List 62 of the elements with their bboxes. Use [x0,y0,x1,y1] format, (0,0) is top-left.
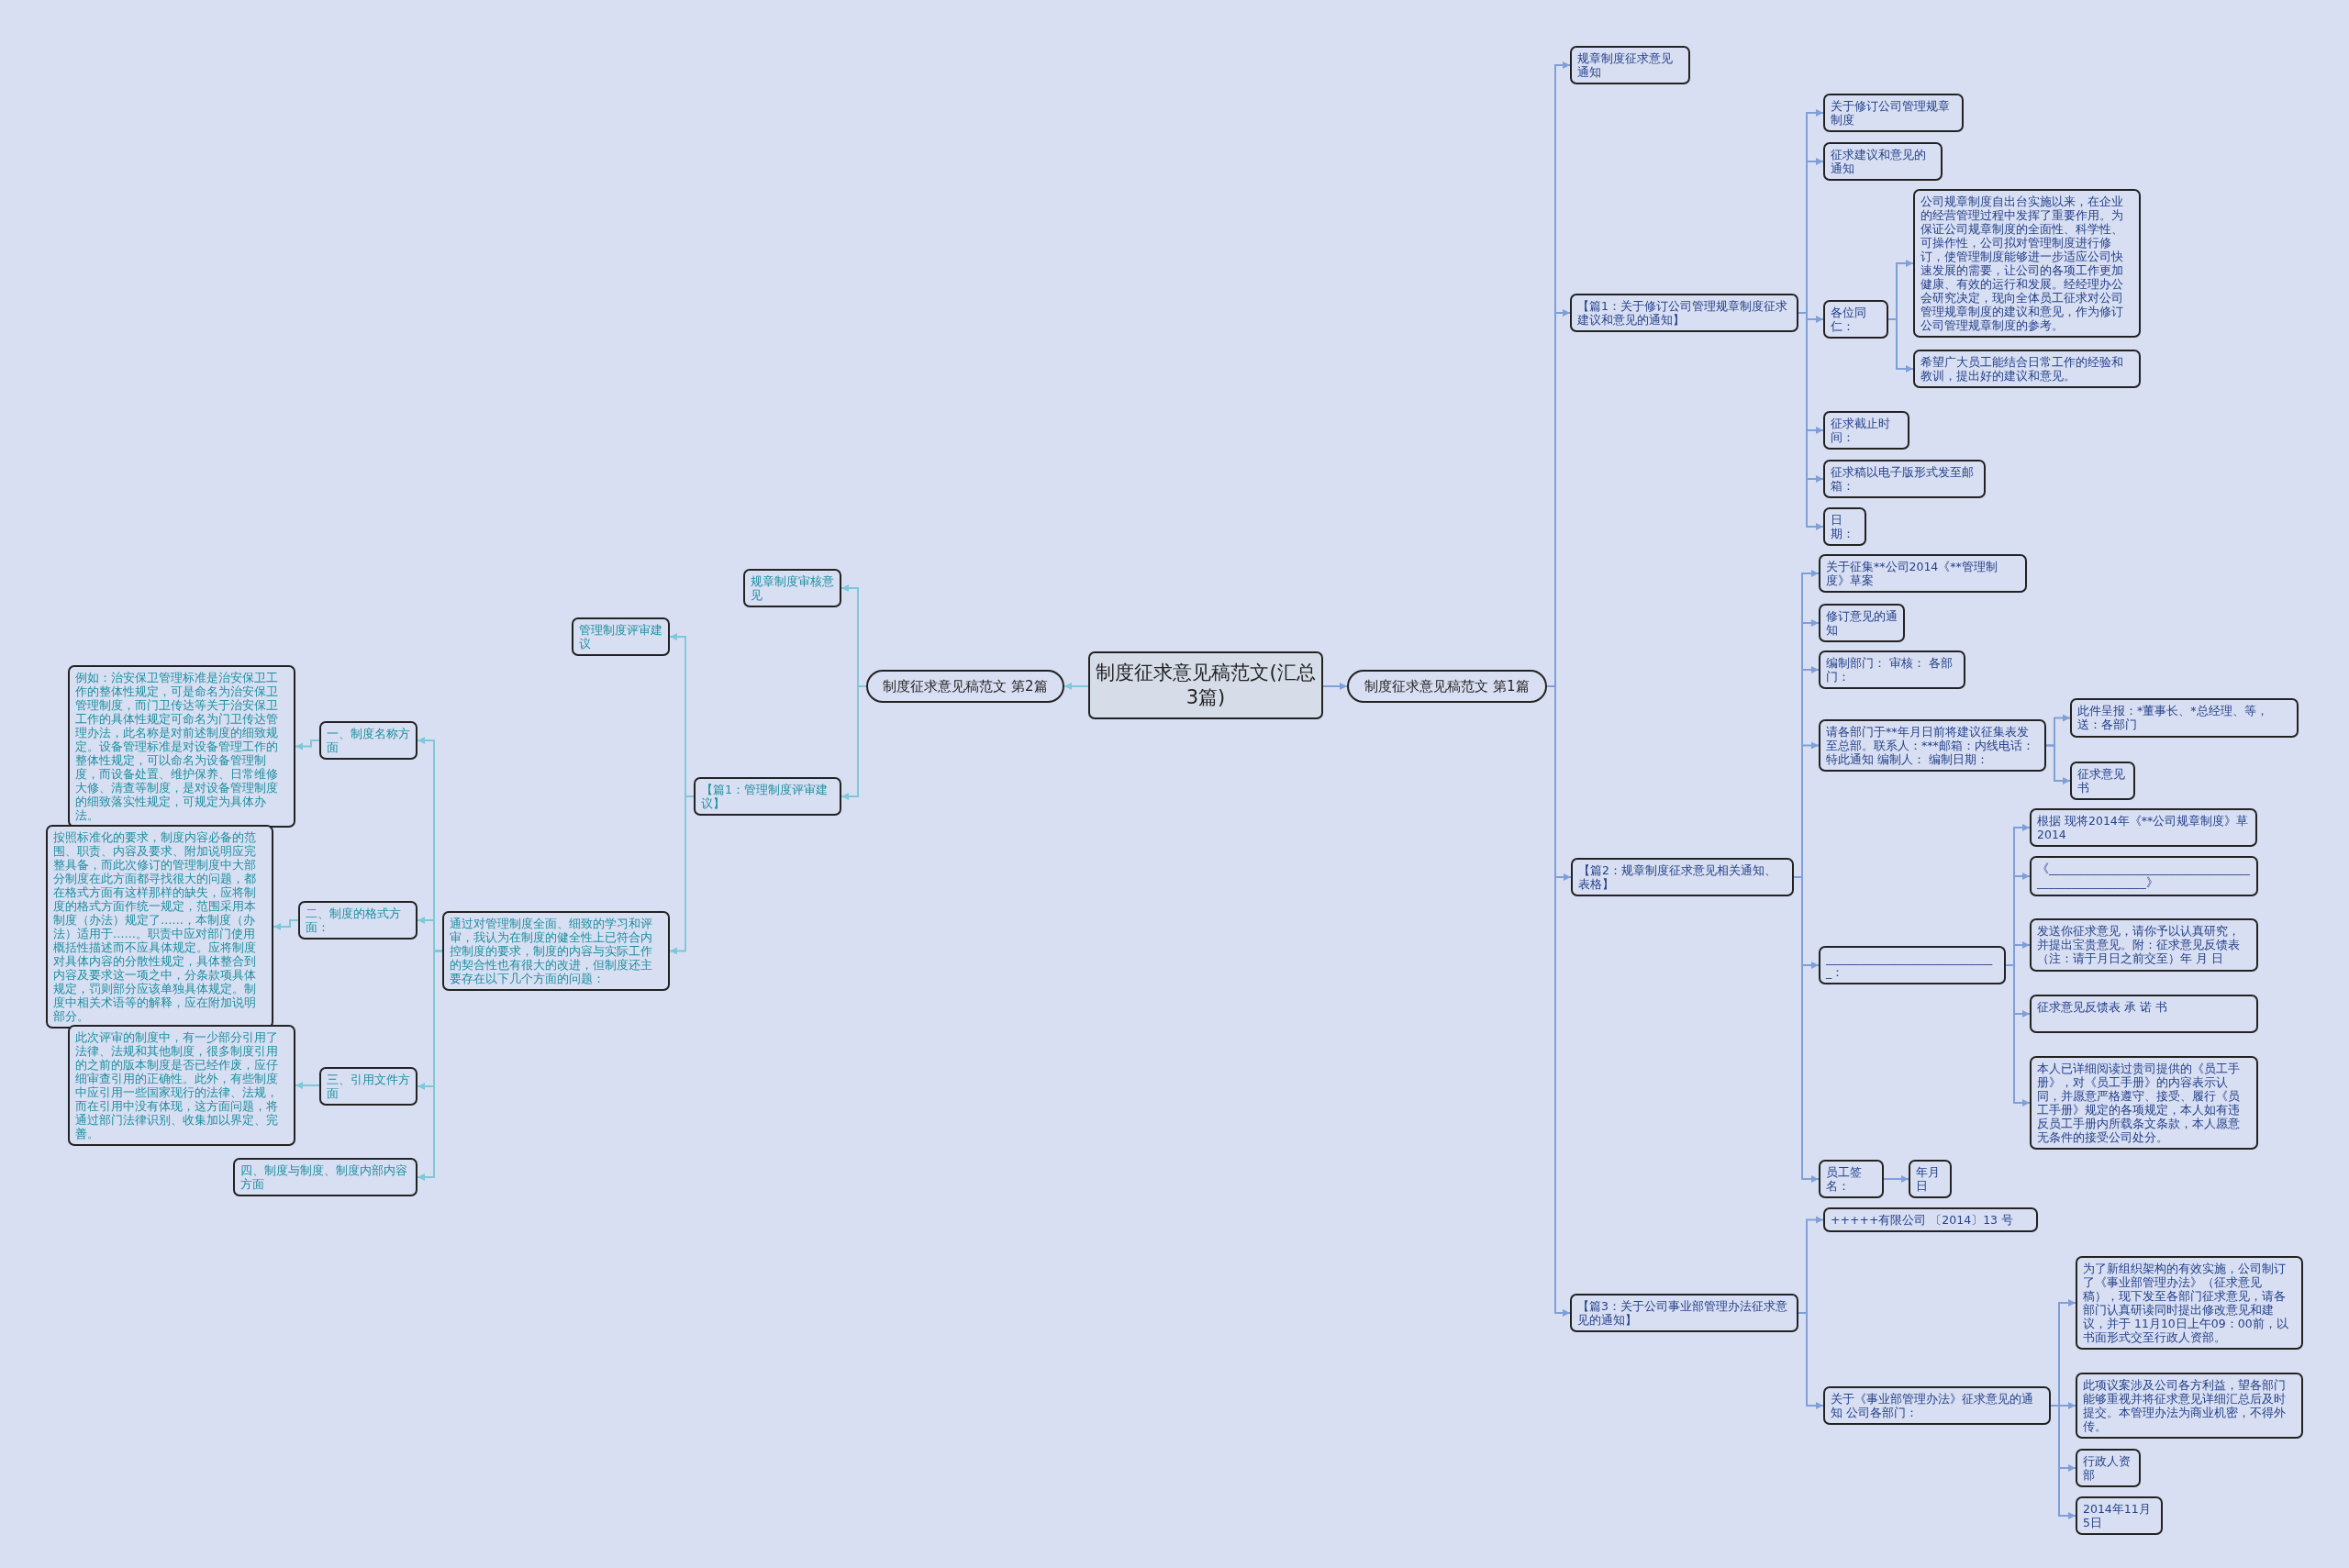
branch-pill: 制度征求意见稿范文 第2篇 [866,670,1064,703]
text-box: 通过对管理制度全面、细致的学习和评审，我认为在制度的健全性上已符合内控制度的要求，制度的内容与实际工作的契合性也有很大的改进，但制度还主要存在以下几个方面的问题： [442,911,670,991]
connector-arrow [273,919,299,930]
connector-arrow [1798,1312,1824,1409]
text-box: 按照标准化的要求，制度内容必备的范围、职责、内容及要求、附加说明应完整具备，而此次修订的管理制度中大部分制度在此方面都寻找很大的问题，都在格式方面有这样那样的缺失，应将制度的格式方面作统一规定，范围采用本制度（办法）规定了……，本制度（办法）适用于……。职责中应对部门使用概括性描述而不应具体规定。应将制度对具体内容的分散性规定，具体整合到内容及要求这一项之中，分条款项具体规定，罚则部分应该单独具体规定。制度中相关术语等的解释，应在附加说明部分。 [46,825,273,1029]
topic-box: 【篇1：管理制度评审建议】 [694,777,841,816]
topic-box: 征求稿以电子版形式发至邮箱： [1823,460,1986,498]
text-box: 征求意见反馈表 承 诺 书 [2030,995,2258,1033]
text-box: 此件呈报：*董事长、*总经理、等，送：各部门 [2070,698,2299,738]
topic-box: 日期： [1823,507,1866,546]
central-topic-box: 制度征求意见稿范文(汇总3篇) [1088,651,1323,719]
text-box: 希望广大员工能结合日常工作的经验和教训，提出好的建议和意见。 [1913,350,2141,388]
connector-arrow [1793,876,1820,1183]
text-box: 例如：治安保卫管理标准是治安保卫工作的整体性规定，可是命名为治安保卫管理制度，而门卫传达等关于治安保卫工作的具体性规定可命名为门卫传达管理办法，此名称是对前述制度的细致规定。设备管理标准是对设备管理工作的整体性规定，可以命名为设备管理制度，而设备处置、维护保养、日常维修大修、清查等制度，是对设备管理制度的细致落实性规定，可规定为具体办法。 [68,665,295,828]
connector-arrow [1322,683,1348,690]
text-box: 公司规章制度自出台实施以来，在企业的经营管理过程中发挥了重要作用。为保证公司规章制度的全面性、科学性、可操作性，公司拟对管理制度进行修订，使管理制度能够进一步适应公司快速发展的需要，让公司的各项工作更加健康、有效的运行和发展。经经理办公会研究决定，现向全体员工征求对公司管理规章制度的建议和意见，作为修订公司管理规章制度的参考。 [1913,189,2141,338]
text-box: 本人已详细阅读过贵司提供的《员工手册》，对《员工手册》的内容表示认同，并愿意严格遵守、接受、履行《员工手册》规定的各项规定，本人如有违反员工手册内所载条文条款，本人愿意无条件的接受公司处分。 [2030,1056,2258,1150]
connector-arrow [295,1082,320,1089]
topic-box: 三、引用文件方面 [319,1067,417,1106]
connector-arrow [841,685,867,800]
topic-box: 征求截止时间： [1823,411,1909,450]
connector-arrow [295,740,320,751]
connector-arrow [1798,312,1824,530]
topic-box: 2014年11月5日 [2076,1496,2163,1535]
text-box: 【篇3：关于公司事业部管理办法征求意见的通知】 [1570,1294,1798,1332]
topic-box: 规章制度审核意见 [743,569,841,607]
topic-box: ______________________________： [1819,946,2006,984]
topic-box: 征求意见书 [2070,762,2135,800]
text-box: 《______________________________________________________》 [2030,856,2258,896]
text-box: 此次评审的制度中，有一少部分引用了法律、法规和其他制度，很多制度引用的之前的版本制度是否已经作废，应仔细审查引用的正确性。此外，有些制度中应引用一些国家现行的法律、法规，而在引用中没有体现，这方面问题，将通过部门法律识别、收集加以界定、完善。 [68,1025,295,1146]
connector-arrow [2005,964,2031,1106]
topic-box: 征求建议和意见的通知 [1823,142,1943,181]
text-box: 关于《事业部管理办法》征求意见的通知 公司各部门： [1823,1386,2051,1425]
topic-box: 关于修订公司管理规章制度 [1823,94,1964,132]
connector-arrow [2050,1405,2076,1519]
topic-box: 管理制度评审建议 [572,617,670,656]
topic-box: 年月日 [1909,1160,1952,1198]
text-box: 此项议案涉及公司各方利益，望各部门能够重视并将征求意见详细汇总后及时提交。本管理办法为商业机密，不得外传。 [2076,1373,2303,1439]
text-box: 为了新组织架构的有效实施，公司制订了《事业部管理办法》（征求意见稿），现下发至各部门征求意见，请各部门认真研读同时提出修改意见和建议，并于 11月10日上午09：00前，以书面形式交至行政人资部。 [2076,1256,2303,1350]
topic-box: 根据 现将2014年《**公司规章制度》草2014 [2030,808,2257,847]
topic-box: 四、制度与制度、制度内部内容方面 [233,1158,417,1196]
topic-box: 规章制度征求意见通知 [1570,46,1690,84]
topic-box: +++++有限公司 〔2014〕13 号 [1823,1207,2038,1232]
connector-arrow [2045,744,2071,784]
connector-arrow [1063,683,1089,690]
topic-box: 编制部门： 审核： 各部门： [1819,651,1965,689]
text-box: 请各部门于**年月日前将建议征集表发至总部。联系人：***邮箱：内线电话：特此通知 编制人： 编制日期： [1819,719,2046,772]
topic-box: 关于征集**公司2014《**管理制度》草案 [1819,554,2027,593]
topic-box: 员工签名： [1819,1160,1884,1198]
topic-box: 修订意见的通知 [1819,604,1905,642]
topic-box: 行政人资部 [2076,1449,2141,1487]
text-box: 【篇1：关于修订公司管理规章制度征求建议和意见的通知】 [1570,294,1798,332]
topic-box: 【篇2：规章制度征求意见相关通知、表格】 [1571,858,1794,896]
connector-arrow [1883,1175,1909,1183]
connector-arrow [417,950,443,1181]
topic-box: 各位同仁： [1823,300,1888,339]
topic-box: 二、制度的格式方面： [298,901,417,940]
branch-pill: 制度征求意见稿范文 第1篇 [1347,670,1547,703]
text-box: 发送你征求意见，请你予以认真研究，并提出宝贵意见。附：征求意见反馈表（注：请于月日之前交至）年 月 日 [2030,918,2258,972]
connector-arrow [1887,318,1914,373]
connector-arrow [669,795,695,955]
topic-box: 一、制度名称方面 [319,721,417,760]
